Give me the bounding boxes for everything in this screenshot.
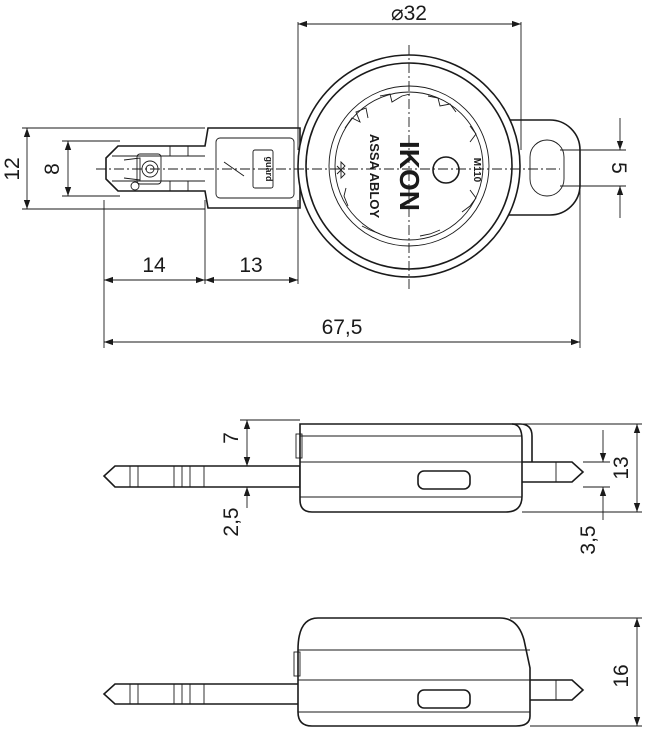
dim-12: 12 xyxy=(1,127,205,210)
group-logo: ASSA ABLOY xyxy=(367,134,382,219)
bluetooth-icon xyxy=(336,160,346,180)
dim-16: 16 xyxy=(510,617,642,727)
svg-text:13: 13 xyxy=(610,456,633,479)
dim-7: 7 xyxy=(220,419,300,467)
dim-14-13: 14 13 xyxy=(103,200,299,348)
key-hole xyxy=(432,156,460,184)
svg-text:2,5: 2,5 xyxy=(220,507,243,536)
dim-overall: 67,5 xyxy=(104,190,581,348)
svg-text:16: 16 xyxy=(610,664,633,687)
guard-tag-label: guard xyxy=(264,156,274,181)
shackle-loop xyxy=(500,119,581,216)
brand-logo: IKON xyxy=(394,141,425,211)
svg-text:7: 7 xyxy=(220,432,243,444)
side-view-1: 7 2,5 13 3,5 xyxy=(102,419,642,555)
svg-text:13: 13 xyxy=(239,254,262,277)
svg-text:⌀32: ⌀32 xyxy=(391,2,427,25)
dim-diameter: ⌀32 xyxy=(297,2,522,150)
dim-2-5: 2,5 xyxy=(220,450,300,537)
svg-text:8: 8 xyxy=(41,163,64,175)
side-button-2 xyxy=(417,689,471,709)
side-view-2: 16 xyxy=(102,617,642,727)
model-label: M110 xyxy=(471,158,482,183)
svg-text:67,5: 67,5 xyxy=(322,316,363,339)
dim-13: 13 xyxy=(522,423,642,513)
svg-text:5: 5 xyxy=(607,162,630,174)
svg-text:12: 12 xyxy=(1,157,24,180)
dim-5: 5 xyxy=(560,118,630,218)
key-blade-top: guard xyxy=(105,127,301,209)
dim-3-5: 3,5 xyxy=(577,430,610,555)
svg-text:14: 14 xyxy=(142,254,166,277)
top-view: guard M110 IKON ASSA ABLOY ⌀32 xyxy=(1,2,630,348)
side-button-1 xyxy=(417,470,471,490)
dim-8: 8 xyxy=(41,140,120,197)
svg-text:3,5: 3,5 xyxy=(577,525,600,554)
